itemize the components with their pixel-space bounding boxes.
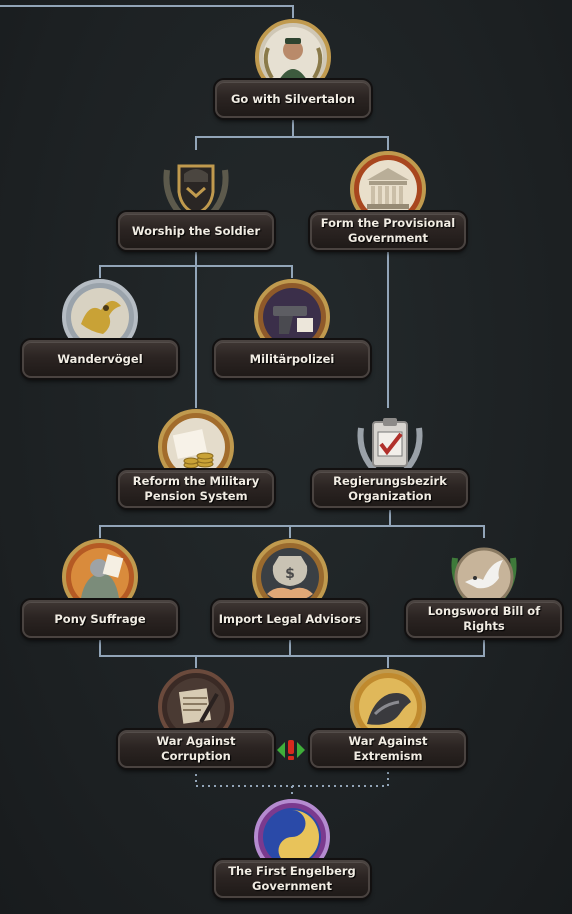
focus-wandervogel[interactable]: Wandervögel bbox=[22, 278, 178, 388]
focus-first-engelberg-government[interactable]: The First Engelberg Government bbox=[214, 798, 370, 908]
scroll-quill-icon bbox=[157, 668, 235, 746]
ballot-pony-icon bbox=[61, 538, 139, 616]
focus-label: Longsword Bill of Rights bbox=[427, 604, 541, 633]
focus-militarpolizei[interactable]: Militärpolizei bbox=[214, 278, 370, 388]
connector-line bbox=[0, 5, 294, 18]
checklist-clipboard-icon bbox=[351, 408, 429, 486]
focus-war-against-extremism[interactable]: War Against Extremism bbox=[310, 668, 466, 778]
connector-line bbox=[390, 525, 485, 538]
connector-line bbox=[196, 265, 293, 278]
focus-worship-the-soldier[interactable]: Worship the Soldier bbox=[118, 150, 274, 260]
focus-label: War Against Corruption bbox=[156, 734, 236, 763]
yin-yang-flame-icon bbox=[253, 798, 331, 876]
focus-plate: Import Legal Advisors bbox=[212, 600, 368, 638]
focus-plate: Go with Silvertalon bbox=[215, 80, 371, 118]
focus-plate: Regierungsbezirk Organization bbox=[312, 470, 468, 508]
focus-pony-suffrage[interactable]: Pony Suffrage bbox=[22, 538, 178, 648]
focus-plate: The First Engelberg Government bbox=[214, 860, 370, 898]
focus-label: Militärpolizei bbox=[249, 351, 335, 366]
armored-hoof-icon bbox=[349, 668, 427, 746]
focus-label: Pony Suffrage bbox=[54, 611, 146, 626]
money-handshake-icon: $ bbox=[251, 538, 329, 616]
connector-line bbox=[99, 508, 391, 538]
focus-go-with-silvertalon[interactable]: Go with Silvertalon bbox=[215, 18, 371, 128]
svg-text:$: $ bbox=[285, 566, 295, 582]
focus-plate: War Against Extremism bbox=[310, 730, 466, 768]
focus-war-against-corruption[interactable]: War Against Corruption bbox=[118, 668, 274, 778]
parliament-building-icon bbox=[349, 150, 427, 228]
focus-label: Reform the Military Pension System bbox=[132, 474, 260, 503]
focus-label: Regierungsbezirk Organization bbox=[333, 474, 447, 503]
focus-label: Worship the Soldier bbox=[131, 223, 261, 238]
focus-plate: Pony Suffrage bbox=[22, 600, 178, 638]
pistol-icon bbox=[253, 278, 331, 356]
connector-line bbox=[195, 118, 294, 150]
focus-label: War Against Extremism bbox=[348, 734, 428, 763]
focus-longsword-bill-of-rights[interactable]: Longsword Bill of Rights bbox=[406, 538, 562, 648]
focus-plate: War Against Corruption bbox=[118, 730, 274, 768]
focus-reform-military-pension[interactable]: Reform the Military Pension System bbox=[118, 408, 274, 518]
focus-plate: Reform the Military Pension System bbox=[118, 470, 274, 508]
focus-regierungsbezirk-organization[interactable]: Regierungsbezirk Organization bbox=[312, 408, 468, 518]
focus-label: The First Engelberg Government bbox=[228, 864, 356, 893]
focus-plate: Wandervögel bbox=[22, 340, 178, 378]
focus-label: Import Legal Advisors bbox=[218, 611, 362, 626]
focus-form-provisional-government[interactable]: Form the Provisional Government bbox=[310, 150, 466, 260]
focus-plate: Longsword Bill of Rights bbox=[406, 600, 562, 638]
focus-label: Wandervögel bbox=[57, 351, 143, 366]
focus-plate: Militärpolizei bbox=[214, 340, 370, 378]
focus-label: Form the Provisional Government bbox=[320, 216, 456, 245]
mutually-exclusive-icon bbox=[276, 739, 306, 761]
coins-document-icon bbox=[157, 408, 235, 486]
focus-plate: Form the Provisional Government bbox=[310, 212, 466, 250]
connector-line bbox=[293, 136, 389, 150]
focus-label: Go with Silvertalon bbox=[230, 91, 356, 106]
focus-plate: Worship the Soldier bbox=[118, 212, 274, 250]
focus-import-legal-advisors[interactable]: $ Import Legal Advisors bbox=[212, 538, 368, 648]
connector-line bbox=[99, 638, 485, 657]
